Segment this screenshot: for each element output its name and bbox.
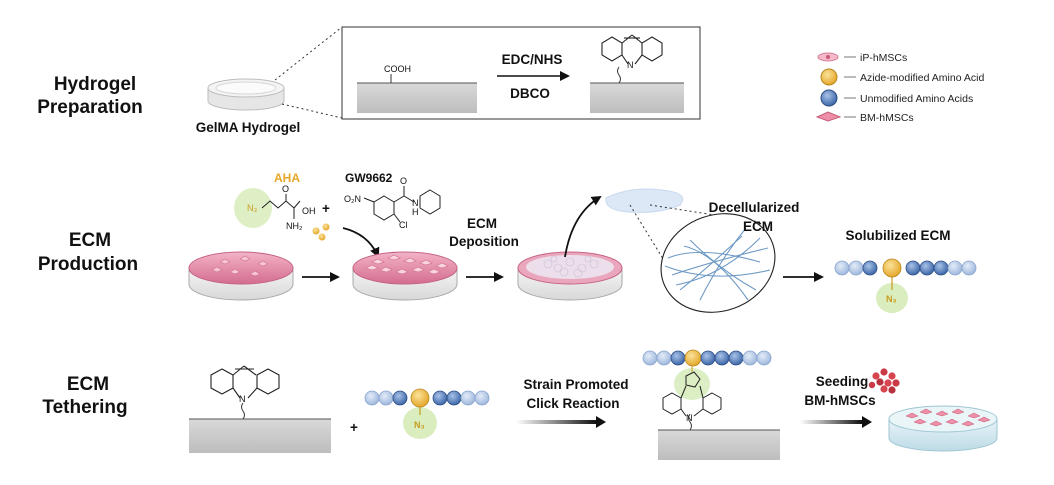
dbco-functionalized-surface: N — [189, 365, 331, 453]
row-label-line1: ECM — [67, 374, 109, 395]
reagent-dbco: DBCO — [510, 86, 550, 101]
bm-hmscs-cell-cluster — [868, 368, 900, 394]
culture-plate-1 — [188, 251, 294, 301]
ecm-deposition-line2: Deposition — [449, 234, 519, 249]
gw-add-arrow — [342, 227, 380, 258]
solubilized-ecm-label: Solubilized ECM — [845, 228, 950, 243]
row-label-line1: ECM — [69, 230, 111, 251]
decellularized-ecm-oval — [660, 213, 776, 313]
solubilized-ecm-chain: N₃ — [834, 258, 977, 313]
row-label-line2: Preparation — [37, 97, 143, 118]
zoom-line — [629, 204, 666, 263]
aha-o: O — [282, 184, 289, 194]
gw-no2: O₂N — [344, 194, 361, 204]
cooh-surface: COOH — [357, 64, 477, 113]
aha-n3: N₃ — [247, 203, 257, 213]
cooh-label: COOH — [384, 64, 411, 74]
aha-label: AHA — [274, 171, 300, 185]
culture-plate-3 — [517, 251, 623, 301]
legend-item-bm-hmscs: BM-hMSCs — [815, 111, 914, 124]
chain-n3: N₃ — [886, 294, 897, 304]
n3-highlight — [403, 407, 437, 439]
unmodified-amino-acid-icon — [820, 89, 838, 107]
ecm-deposition-line1: ECM — [467, 216, 497, 231]
legend-item-azide: Azide-modified Amino Acid — [820, 68, 984, 86]
seeded-hydrogel-disc — [888, 405, 998, 452]
gw-n: N — [412, 198, 419, 208]
plus-sign: + — [322, 201, 330, 216]
n3-highlight — [876, 283, 908, 313]
row-label-ecm-tethering: ECM Tethering — [42, 374, 127, 418]
click-reaction-line1: Strain Promoted — [523, 377, 628, 392]
dbco-molecule — [601, 34, 663, 65]
aha-dots — [312, 223, 330, 241]
click-reaction-line2: Click Reaction — [526, 396, 619, 411]
culture-plate-2 — [352, 251, 458, 301]
bm-hmscs-icon — [815, 111, 842, 122]
seeding-line1: Seeding — [816, 374, 869, 389]
zoom-line — [649, 204, 761, 223]
dbco-n-label: N — [627, 60, 634, 70]
azide-ecm-chain: N₃ — [364, 388, 490, 439]
gw-o: O — [400, 176, 407, 186]
legend-item-ip-hmscs: iP-hMSCs — [817, 52, 907, 64]
row-label-hydrogel: Hydrogel Preparation — [37, 74, 143, 118]
ecm-sheet — [605, 188, 684, 213]
product-n-label: N — [686, 413, 693, 423]
tethered-ecm-surface: N — [642, 349, 780, 460]
legend-label: BM-hMSCs — [860, 112, 914, 124]
legend-label: iP-hMSCs — [860, 52, 907, 64]
gw-cl: Cl — [399, 220, 408, 230]
decellularized-ecm-line1: Decellularized — [709, 200, 800, 215]
dbco-surface — [590, 66, 684, 113]
plus-sign: + — [350, 420, 358, 435]
lift-ecm-arrow — [564, 195, 602, 258]
row-label-line2: Tethering — [42, 397, 127, 418]
n3-highlight — [234, 188, 272, 228]
chain-n3: N₃ — [414, 420, 425, 430]
reagent-edc-nhs: EDC/NHS — [502, 52, 563, 67]
aha-oh: OH — [302, 206, 316, 216]
legend-label: Azide-modified Amino Acid — [860, 72, 984, 84]
aha-nh2: NH₂ — [286, 221, 303, 231]
seeding-line2: BM-hMSCs — [804, 393, 875, 408]
gw-h: H — [412, 207, 419, 217]
gw9662-label: GW9662 — [345, 171, 393, 185]
row-label-line1: Hydrogel — [54, 74, 136, 95]
aha-molecule: N₃ OH O NH₂ AHA — [234, 171, 316, 231]
legend-item-unmodified: Unmodified Amino Acids — [820, 89, 973, 107]
row-label-ecm-production: ECM Production — [38, 230, 138, 275]
decellularized-ecm-line2: ECM — [743, 219, 773, 234]
zoom-lines — [274, 26, 343, 119]
legend-label: Unmodified Amino Acids — [860, 93, 973, 105]
gelma-hydrogel-caption: GelMA Hydrogel — [196, 120, 301, 135]
legend: iP-hMSCs Azide-modified Amino Acid Unmod… — [815, 52, 984, 124]
azide-amino-acid-icon — [820, 68, 838, 86]
seeding-arrow — [800, 420, 862, 424]
gw9662-molecule: GW9662 O O₂N N H Cl — [344, 171, 441, 230]
gelma-hydrogel-disc — [207, 78, 285, 111]
row-label-line2: Production — [38, 254, 138, 275]
dbco-n-label: N — [239, 394, 246, 404]
click-reaction-arrow — [516, 420, 596, 424]
